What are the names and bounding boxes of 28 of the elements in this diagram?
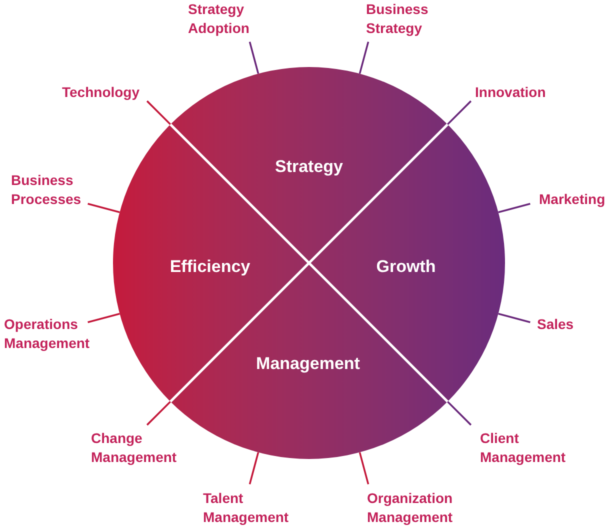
quadrant-label: Strategy (274, 156, 344, 178)
topic-label: Innovation (475, 83, 546, 102)
topic-label: Operations Management (4, 315, 90, 353)
topic-label: Strategy Adoption (188, 0, 250, 38)
leader-line (146, 100, 172, 126)
quadrant-label: Growth (376, 256, 436, 278)
leader-line (88, 312, 120, 324)
quadrant-label: Efficiency (170, 256, 250, 278)
leader-line (358, 42, 370, 74)
quadrant-label: Management (256, 353, 360, 375)
topic-label: Organization Management (367, 489, 453, 527)
topic-label: Talent Management (203, 489, 289, 527)
leader-line (446, 100, 472, 126)
leader-line (146, 400, 172, 426)
topic-label: Business Processes (11, 171, 82, 209)
leader-line (498, 312, 530, 324)
topic-label: Client Management (480, 429, 566, 467)
leader-line (446, 400, 472, 426)
leader-line (88, 202, 120, 214)
topic-label: Change Management (91, 429, 177, 467)
topic-label: Sales (537, 315, 574, 334)
topic-label: Technology (62, 83, 140, 102)
leader-line (498, 202, 530, 214)
leader-line (248, 452, 260, 484)
leader-line (248, 42, 260, 74)
topic-label: Business Strategy (366, 0, 428, 38)
topic-label: Marketing (539, 190, 606, 209)
leader-line (358, 452, 370, 484)
